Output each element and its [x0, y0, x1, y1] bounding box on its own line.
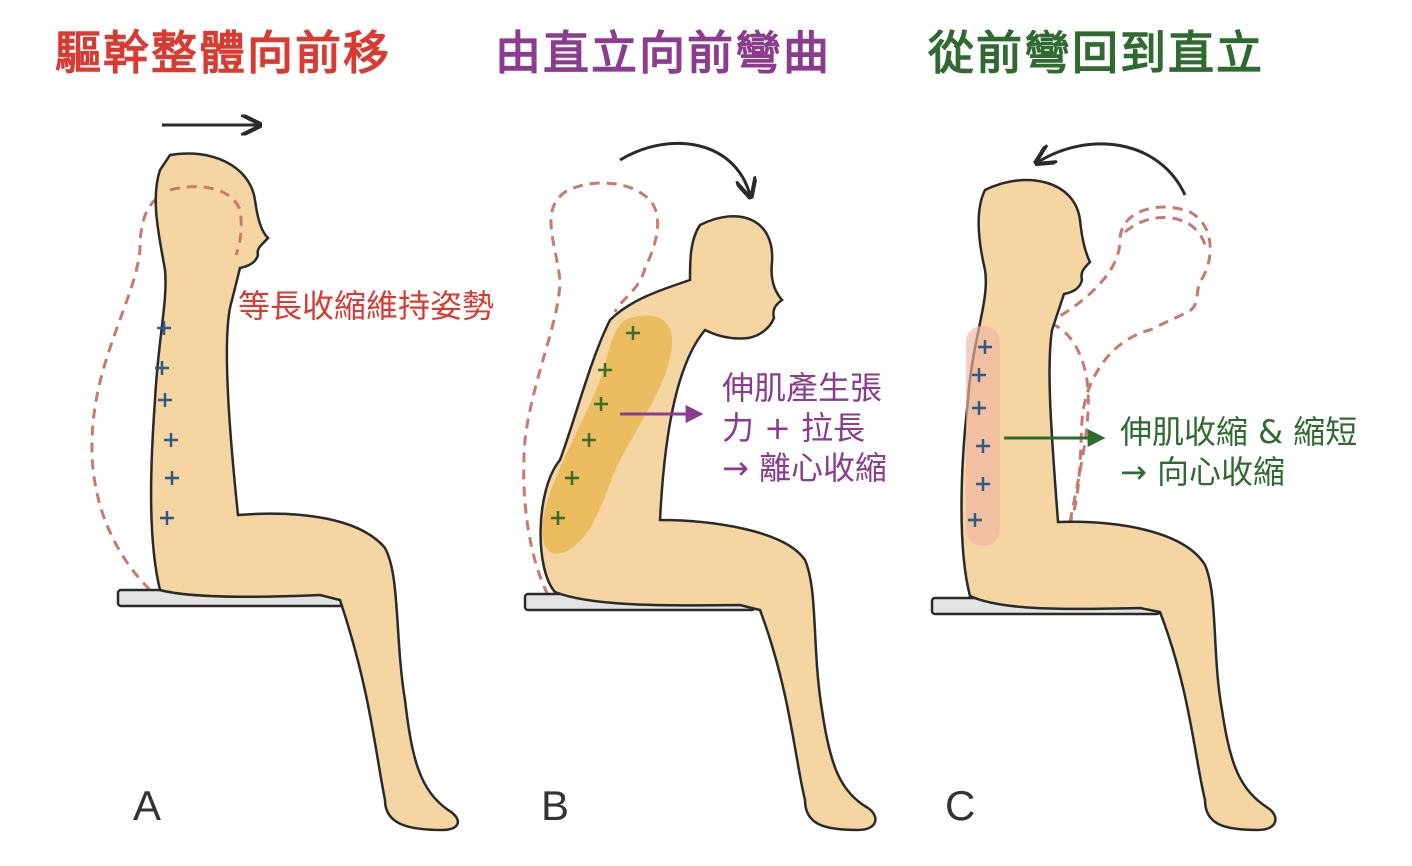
panel-b-rotation-arrow [619, 141, 750, 195]
panel-b-note-line-1: 伸肌產生張 [722, 369, 883, 407]
panel-c-note-line-2: → 向心收縮 [1120, 453, 1285, 491]
panel-c-note-line-1: 伸肌收縮 & 縮短 [1120, 413, 1358, 451]
panel-c-plus-marks [968, 340, 992, 527]
panel-b-letter: B [541, 782, 570, 829]
panel-c-figure [930, 142, 1277, 832]
panel-b-extensor-band [542, 315, 672, 554]
panel-c-ghost-head [1124, 216, 1207, 246]
panel-b-note: 伸肌產生張 力 + 拉長 → 離心收縮 [722, 368, 887, 488]
panel-c-note: 伸肌收縮 & 縮短 → 向心收縮 [1120, 412, 1357, 492]
panel-b-note-line-3: → 離心收縮 [722, 449, 887, 487]
panel-a-plus-marks [155, 321, 179, 525]
panel-b-ghost-outline [522, 181, 660, 596]
panel-c-rotation-arrow [1038, 142, 1187, 196]
panel-a-body [149, 152, 459, 832]
panel-a-note: 等長收縮維持姿勢 [238, 286, 494, 326]
panel-a-figure [90, 125, 459, 832]
panel-c-body [960, 178, 1277, 832]
panel-c-title: 從前彎回到直立 [928, 26, 1264, 80]
panel-c-extensor-band [966, 326, 1000, 546]
panel-b-title: 由直立向前彎曲 [495, 26, 831, 80]
panel-a-title: 驅幹整體向前移 [55, 26, 391, 80]
panel-c-ghost-outline [1043, 205, 1212, 523]
panel-c-letter: C [945, 782, 976, 829]
panel-b-note-line-2: 力 + 拉長 [722, 409, 866, 447]
panel-a-letter: A [133, 782, 162, 829]
panel-a-note-line: 等長收縮維持姿勢 [238, 287, 495, 325]
panel-a-ghost-head [169, 185, 243, 256]
panel-b-plus-marks [551, 326, 640, 525]
panel-b-figure [522, 141, 877, 832]
